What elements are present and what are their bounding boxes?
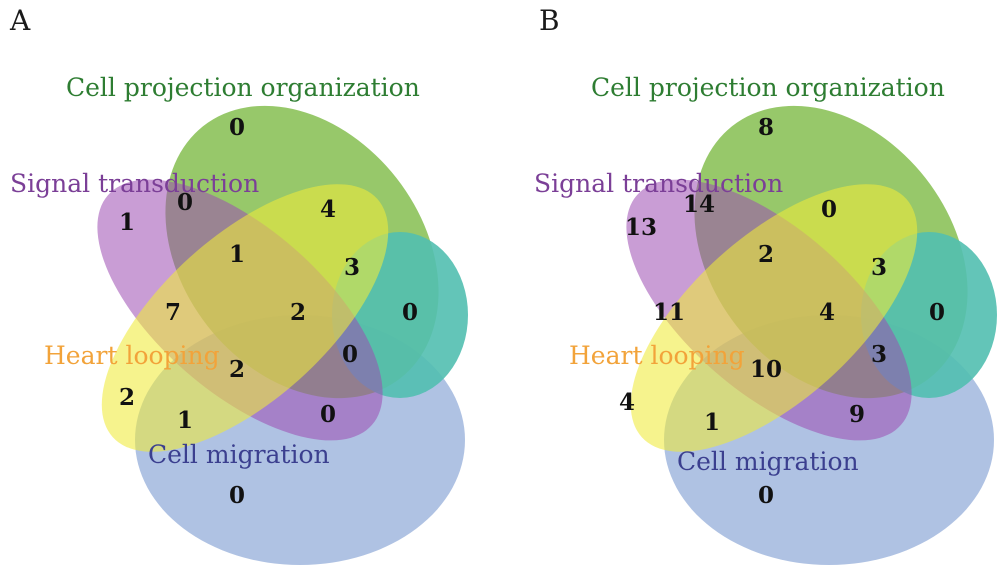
count-center: 4 <box>819 299 835 326</box>
count-cp-st: 14 <box>683 191 715 218</box>
count-hl-cm: 1 <box>704 409 720 436</box>
venn-ellipses-a <box>97 105 468 565</box>
count-cp-mid: 0 <box>821 196 837 223</box>
set-label-heart-looping: Heart looping <box>44 341 220 370</box>
count-st-hl: 11 <box>653 299 685 326</box>
ellipse-heart-looping <box>630 184 918 452</box>
count-cp-st-center: 2 <box>758 241 774 268</box>
region-counts-b: 8 13 14 0 2 3 0 11 4 10 3 4 1 9 0 <box>619 114 945 509</box>
set-label-signal-transduction: Signal transduction <box>534 169 783 198</box>
panel-label-b: B <box>539 4 560 37</box>
count-cm-only: 0 <box>758 482 774 509</box>
count-hl-label-right: 10 <box>750 356 782 383</box>
count-teal-only: 0 <box>929 299 945 326</box>
count-cp-only: 0 <box>229 114 245 141</box>
region-counts-a: 0 1 0 4 1 3 0 7 2 2 0 2 1 0 0 <box>119 114 418 509</box>
count-purple-bottom: 9 <box>849 401 865 428</box>
count-cp-st: 0 <box>177 189 193 216</box>
set-label-signal-transduction: Signal transduction <box>10 169 259 198</box>
count-hl-only: 4 <box>619 389 635 416</box>
venn-panel-a: A Cell projection organization Signal tr… <box>9 4 468 565</box>
set-label-cell-migration: Cell migration <box>148 440 330 469</box>
venn-ellipses-b <box>626 105 997 565</box>
count-blue-right: 0 <box>342 341 358 368</box>
count-cp-right: 3 <box>871 254 887 281</box>
set-label-heart-looping: Heart looping <box>569 341 745 370</box>
set-label-cell-migration: Cell migration <box>677 447 859 476</box>
count-teal-only: 0 <box>402 299 418 326</box>
panel-label-a: A <box>9 4 31 37</box>
count-st-only: 1 <box>119 209 135 236</box>
ellipse-heart-looping <box>101 184 389 452</box>
set-label-cell-projection: Cell projection organization <box>66 73 420 102</box>
count-st-only: 13 <box>625 214 657 241</box>
count-cp-mid: 4 <box>320 196 336 223</box>
count-cm-only: 0 <box>229 482 245 509</box>
count-hl-only: 2 <box>119 384 135 411</box>
count-st-hl: 7 <box>165 299 181 326</box>
venn-panel-b: B Cell projection organization Signal tr… <box>534 4 997 565</box>
count-cp-right: 3 <box>344 254 360 281</box>
count-hl-label-right: 2 <box>229 356 245 383</box>
count-cp-st-center: 1 <box>229 241 245 268</box>
count-cp-only: 8 <box>758 114 774 141</box>
count-blue-right: 3 <box>871 341 887 368</box>
count-center: 2 <box>290 299 306 326</box>
count-hl-cm: 1 <box>177 407 193 434</box>
count-purple-bottom: 0 <box>320 401 336 428</box>
set-label-cell-projection: Cell projection organization <box>591 73 945 102</box>
